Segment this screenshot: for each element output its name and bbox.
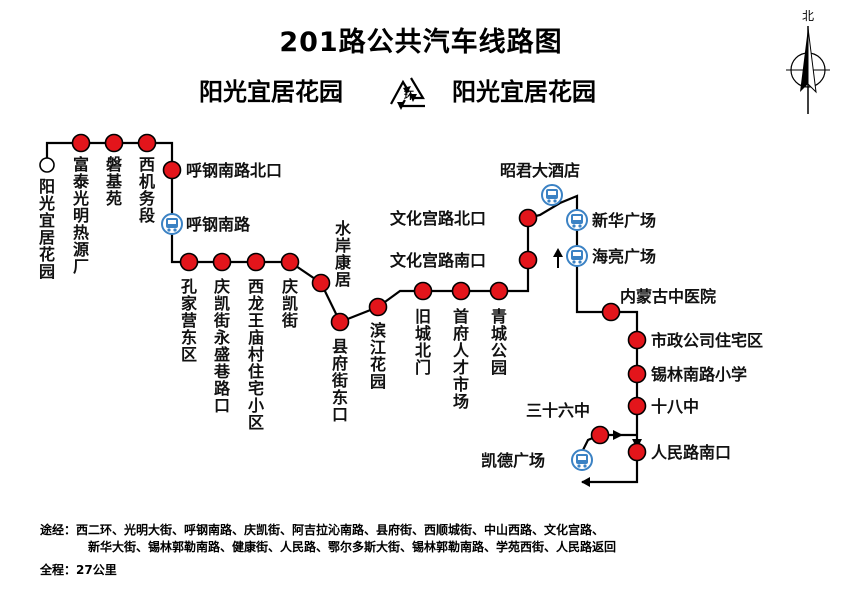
stop-marker [627,364,647,384]
stop-marker [518,250,538,270]
stop-label-s8: 西龙王庙村住宅小区 [247,277,264,432]
stop-marker [451,281,471,301]
stop-marker [489,281,509,301]
stop-marker [104,133,124,153]
up-arrow-icon [553,248,563,268]
terminal-right-label: 阳光宜居花园 [452,78,596,106]
route-via: 途经：西二环、光明大街、呼钢南路、庆凯街、阿吉拉沁南路、县府街、西顺城街、中山西… [40,522,616,556]
stop-marker [179,252,199,272]
terminal-left-label: 阳光宜居花园 [199,78,343,106]
stop-marker [413,281,433,301]
stop-marker [212,252,232,272]
stop-marker [311,273,331,293]
stop-marker [627,442,647,462]
stop-marker [71,133,91,153]
stop-label-s9: 庆凯街 [281,277,298,330]
bus-stop-icon [566,245,588,267]
north-arrow-icon: 北 [786,9,830,114]
stop-label-s6: 孔家营东区 [181,277,198,364]
stop-label-s16: 文化宫路南口 [390,251,486,270]
stop-label-s5: 呼钢南路 [186,215,251,234]
stop-marker [627,396,647,416]
stop-label-s21: 内蒙古中医院 [620,287,716,306]
stop-label-s3: 西机务段 [139,155,156,225]
terminal-stop-marker [39,157,55,173]
stop-label-s2: 磐基苑 [105,155,123,208]
route-via-line2: 新华大街、锡林郭勒南路、健康街、人民路、鄂尔多斯大街、锡林郭勒南路、学苑西街、人… [88,540,617,554]
stop-label-s27: 凯德广场 [481,451,545,470]
stop-label-s1: 富泰光明热源厂 [72,155,90,276]
stop-label-s24: 十八中 [651,397,699,416]
stop-label-s18: 昭君大酒店 [500,161,580,180]
stop-label-s17: 文化宫路北口 [390,209,486,228]
stop-label-s22: 市政公司住宅区 [651,331,763,350]
stop-marker [518,208,538,228]
stop-label-s20: 海亮广场 [592,247,656,266]
stop-label-s13: 旧城北门 [415,307,431,377]
stop-label-s15: 青城公园 [491,307,507,377]
recycle-loop-icon: 环 [390,77,425,110]
route-length: 全程：27公里 [40,562,117,579]
bus-stop-icon [571,449,593,471]
stop-marker [627,330,647,350]
stop-label-s10: 水岸康居 [335,219,352,289]
map-title: 201路公共汽车线路图 [279,27,563,58]
bus-stop-icon [541,184,563,206]
stop-label-s19: 新华广场 [592,211,656,230]
stop-marker [330,312,350,332]
north-label: 北 [802,9,814,23]
stop-label-s12: 滨江花园 [370,321,386,391]
stop-label-s11: 县府街东口 [331,337,348,424]
stop-label-s25: 人民路南口 [651,443,731,462]
stop-marker [590,425,610,445]
loop-symbol-text: 环 [404,90,414,102]
stop-marker [137,133,157,153]
stop-marker [368,297,388,317]
stop-marker [601,302,621,322]
stop-label-s0: 阳光宜居花园 [38,177,55,281]
stop-label-s23: 锡林南路小学 [651,365,747,384]
route-via-label: 途经： [40,523,77,537]
route-via-line1: 西二环、光明大街、呼钢南路、庆凯街、阿吉拉沁南路、县府街、西顺城街、中山西路、文… [76,523,605,537]
stop-label-s14: 首府人才市场 [453,307,470,411]
stop-marker [246,252,266,272]
stop-marker [280,252,300,272]
stop-label-s26: 三十六中 [526,401,590,420]
stop-label-s4: 呼钢南路北口 [186,161,282,180]
bus-stop-icon [566,209,588,231]
stop-label-s7: 庆凯街永盛巷路口 [213,277,231,415]
route-length-label: 全程： [40,563,77,577]
bus-stop-icon [161,213,183,235]
route-length-value: 27公里 [76,563,117,577]
stop-marker [162,160,182,180]
